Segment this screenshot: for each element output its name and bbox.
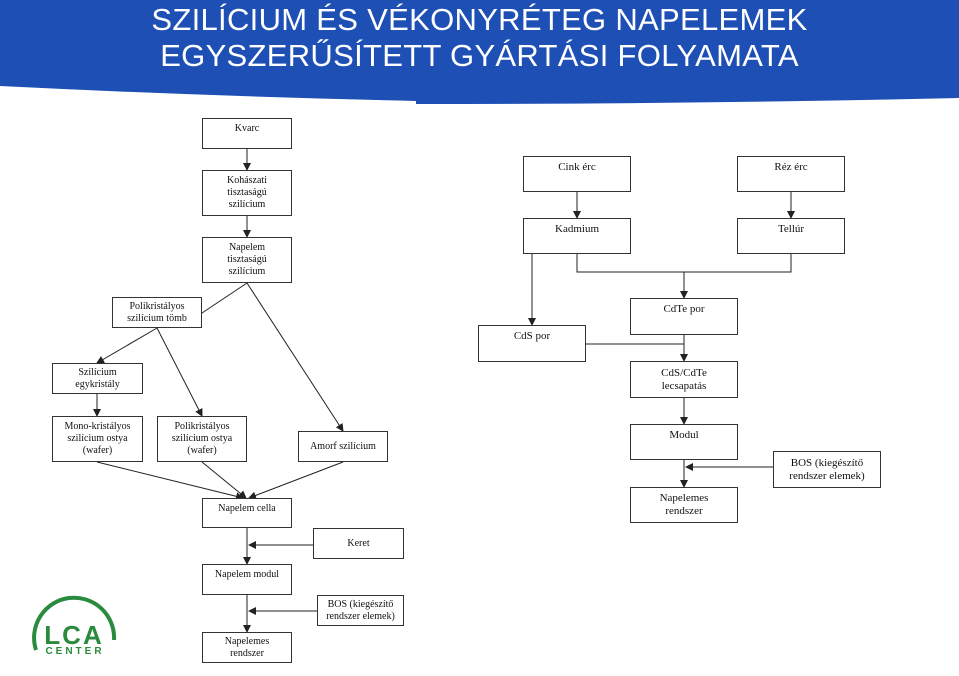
header-band (0, 0, 959, 104)
box-bos-silicon: BOS (kiegészítő rendszer elemek) (317, 595, 404, 626)
box-rez-erc: Réz érc (737, 156, 845, 192)
logo-arc (32, 595, 117, 651)
logo-mark: LCA (44, 620, 103, 650)
box-kvarc: Kvarc (202, 118, 292, 149)
box-modul: Modul (630, 424, 738, 460)
arrow-mono-cella (96, 461, 244, 501)
arrow-tomb-poli-ostya (156, 327, 203, 417)
arrow-amorf-cella (248, 461, 344, 500)
lca-center-logo: LCA (32, 595, 117, 651)
box-tellur: Tellúr (737, 218, 845, 254)
box-keret: Keret (313, 528, 404, 559)
box-mono-ostya: Mono-kristályos szilícium ostya (wafer) (52, 416, 143, 462)
box-napelemes-rendszer-silicon: Napelemes rendszer (202, 632, 292, 663)
box-napelem-modul: Napelem modul (202, 564, 292, 595)
box-kadmium: Kadmium (523, 218, 631, 254)
arrow-napelem-amorf (246, 282, 344, 432)
page-title: SZILÍCIUM ÉS VÉKONYRÉTEG NAPELEMEK EGYSZ… (0, 2, 959, 74)
header-band-shape (0, 0, 959, 104)
box-napelem-tisztasagu-szilicium: Napelem tisztaságú szilícium (202, 237, 292, 283)
box-amorf-szilicium: Amorf szilícium (298, 431, 388, 462)
box-napelemes-rendszer-thinfilm: Napelemes rendszer (630, 487, 738, 523)
box-bos-thinfilm: BOS (kiegészítő rendszer elemek) (773, 451, 881, 488)
box-szilicium-egykristaly: Szilícium egykristály (52, 363, 143, 394)
title-line-2: EGYSZERŰSÍTETT GYÁRTÁSI FOLYAMATA (160, 38, 799, 73)
box-cdte-por: CdTe por (630, 298, 738, 335)
title-line-1: SZILÍCIUM ÉS VÉKONYRÉTEG NAPELEMEK (151, 2, 808, 37)
box-kohaszati-szilicium: Kohászati tisztaságú szilícium (202, 170, 292, 216)
box-polikristalyos-tomb: Polikristályos szilícium tömb (112, 297, 202, 328)
box-cink-erc: Cink érc (523, 156, 631, 192)
line-kadmium-tellur (576, 254, 792, 273)
box-cds-cdte-lecsapatas: CdS/CdTe lecsapatás (630, 361, 738, 398)
box-cds-por: CdS por (478, 325, 586, 362)
box-napelem-cella: Napelem cella (202, 498, 292, 528)
box-poli-ostya: Polikristályos szilícium ostya (wafer) (157, 416, 247, 462)
logo-text: CENTER (45, 646, 105, 657)
arrow-poli-cella (201, 461, 247, 499)
arrow-tomb-egykristaly (96, 327, 158, 364)
